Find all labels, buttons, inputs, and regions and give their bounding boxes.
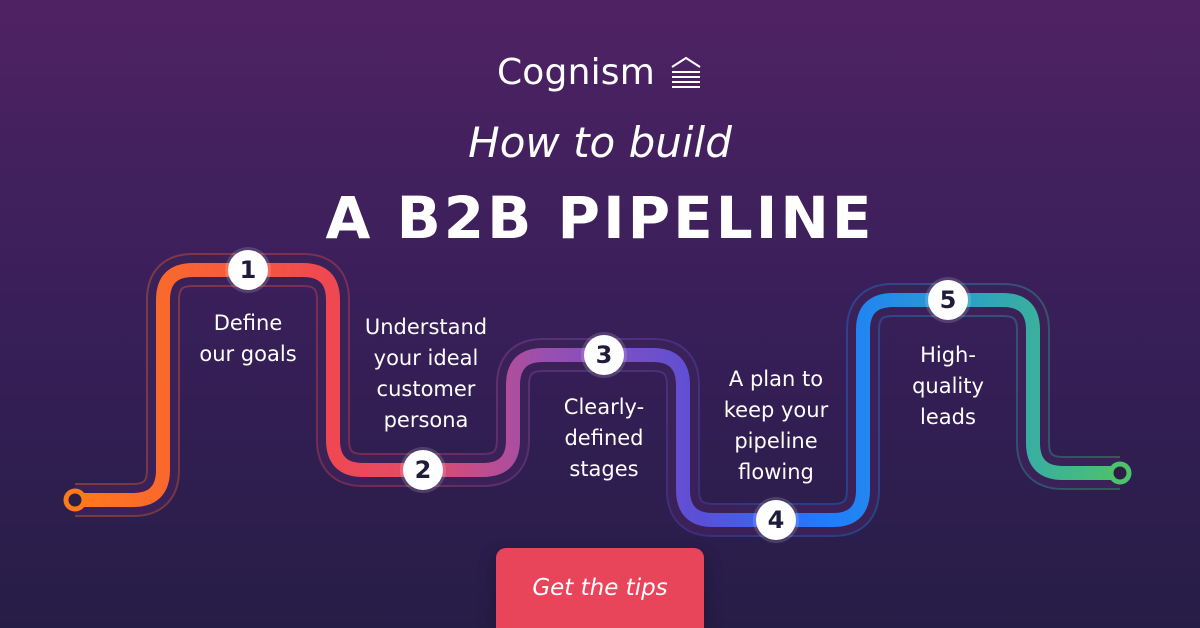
step-5-label-line: High- <box>920 343 976 367</box>
step-4-label-line: flowing <box>738 460 814 484</box>
step-5-label-line: quality <box>912 374 984 398</box>
stacked-chevrons-icon <box>671 56 701 88</box>
step-5-number: 5 <box>928 280 968 320</box>
step-3-label: Clearly-defined stages <box>524 392 684 485</box>
step-2-number: 2 <box>403 450 443 490</box>
step-4-label-line: keep your <box>723 398 829 422</box>
step-3-label-line: stages <box>569 457 639 481</box>
step-1-label: Define our goals <box>168 308 328 370</box>
step-4-label-line: A plan to <box>728 367 824 391</box>
step-2-label: Understand your ideal customer persona <box>346 312 506 436</box>
pipeline-end-node <box>1108 461 1132 485</box>
step-4-label-line: pipeline <box>734 429 818 453</box>
brand-name: Cognism <box>496 52 656 93</box>
page-title: A B2B PIPELINE <box>325 184 875 252</box>
page-subtitle: How to build <box>468 118 732 167</box>
step-5-label-line: leads <box>920 405 976 429</box>
step-5-label: High-quality leads <box>868 340 1028 433</box>
step-3-label-line: defined <box>564 426 644 450</box>
step-2-label-line: customer <box>376 377 476 401</box>
step-4-label: A plan to keep your pipeline flowing <box>696 364 856 488</box>
step-1-number: 1 <box>228 250 268 290</box>
step-1-label-line: Define <box>213 311 283 335</box>
step-2-label-line: your ideal <box>373 346 479 370</box>
brand-logo: Cognism <box>0 52 1200 93</box>
step-4-number: 4 <box>756 500 796 540</box>
step-1-label-line: our goals <box>199 342 297 366</box>
step-3-number: 3 <box>584 335 624 375</box>
get-the-tips-button[interactable]: Get the tips <box>496 548 704 628</box>
step-2-label-line: Understand <box>364 315 488 339</box>
pipeline-start-node <box>63 488 87 512</box>
step-3-label-line: Clearly- <box>563 395 645 419</box>
step-2-label-line: persona <box>383 408 469 432</box>
